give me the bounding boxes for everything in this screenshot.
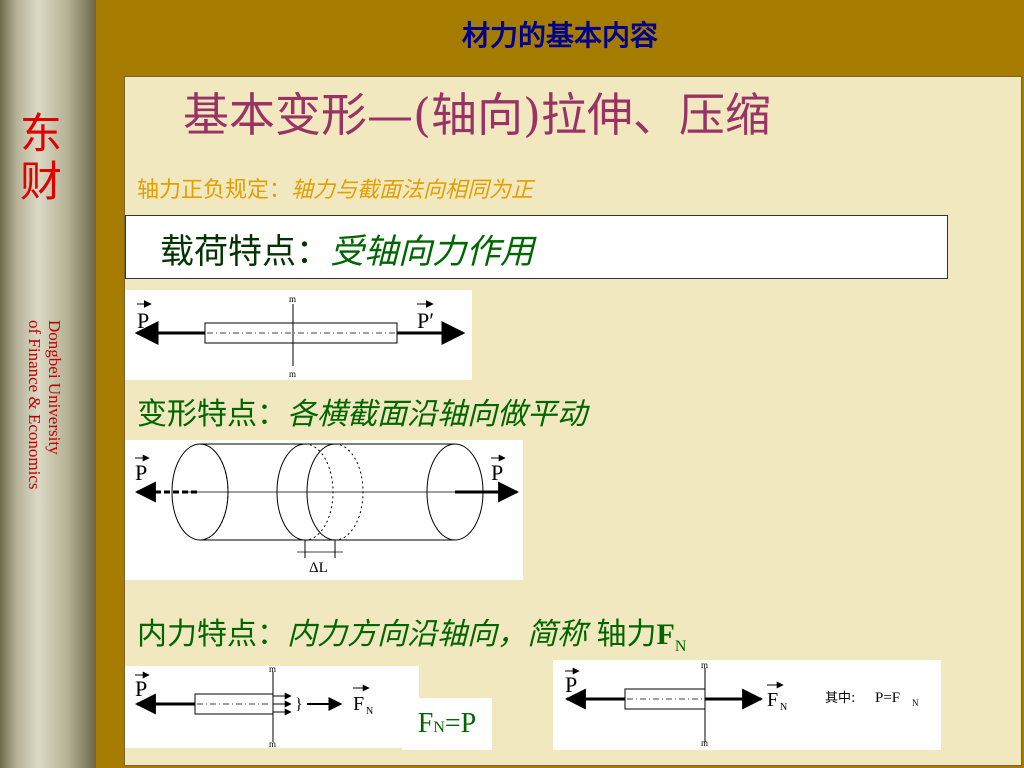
university-line-2: of Finance & Economics (25, 320, 44, 490)
fig3-section-top: m (269, 666, 276, 674)
fig1-section-top: m (289, 294, 296, 304)
internal-force-line: 内力特点：内力方向沿轴向，简称 轴力FN (137, 609, 686, 656)
university-line-1: Dongbei University (45, 320, 64, 455)
fig4-force: P (565, 672, 577, 697)
fig2-elongation: ΔL (309, 560, 328, 576)
sign-rule-label: 轴力正负规定： (137, 178, 292, 203)
fig1-right-force: P′ (417, 308, 434, 333)
slide-panel: 基本变形—(轴向)拉伸、压缩 轴力正负规定：轴力与截面法向相同为正 载荷特点：受… (124, 76, 1022, 766)
fig4-note-label: 其中: (825, 691, 855, 706)
figure-cylinder-deformation: ΔL P P (125, 440, 523, 580)
fig1-left-force: P (137, 308, 149, 333)
internal-symbol-sub: N (674, 638, 687, 655)
load-text: 受轴向力作用 (330, 232, 534, 272)
header: 材力的基本内容 (96, 0, 1024, 74)
fig2-right-force: P (491, 460, 503, 485)
fig4-internal-sub: N (780, 702, 787, 713)
fig4-note-sub: N (912, 698, 919, 708)
fig3-force: P (135, 676, 147, 701)
sign-rule-text: 轴力与截面法向相同为正 (291, 178, 534, 203)
fig3-section-bottom: m (269, 739, 276, 748)
formula-sub: N (433, 719, 445, 736)
fig4-section-bottom: m (701, 738, 708, 748)
figure-internal-force-cut: } m m P F N (125, 666, 419, 748)
figure-tension-bar: m m P P′ (125, 290, 472, 380)
internal-label: 内力特点： (137, 617, 287, 652)
deformation-text: 各横截面沿轴向做平动 (287, 397, 587, 432)
fig2-left-force: P (135, 460, 147, 485)
fig3-internal-sub: N (366, 706, 373, 717)
internal-text: 内力方向沿轴向，简称 (287, 617, 587, 652)
fig4-note-eq: P=F (875, 690, 900, 706)
load-label: 载荷特点： (160, 232, 330, 272)
fig3-internal-force: F (353, 693, 364, 715)
figure-section-note: m m P F N 其中: P=F N (553, 660, 941, 750)
deformation-label: 变形特点： (137, 397, 287, 432)
sign-rule: 轴力正负规定：轴力与截面法向相同为正 (137, 172, 533, 204)
fig4-internal-force: F (767, 689, 778, 711)
internal-symbol: F (656, 618, 675, 651)
fig4-section-top: m (701, 660, 708, 670)
slide-title: 基本变形—(轴向)拉伸、压缩 (183, 88, 771, 142)
brand-logo: 东 财 (16, 110, 66, 206)
internal-tail: 轴力 (596, 617, 657, 652)
university-name: Dongbei University of Finance & Economic… (14, 320, 74, 620)
axial-force-formula: FN=P (402, 698, 492, 750)
fig1-section-bottom: m (289, 369, 296, 379)
load-box: 载荷特点：受轴向力作用 (125, 215, 948, 279)
brand-char-2: 财 (19, 157, 62, 206)
formula-main: F (417, 708, 434, 739)
sidebar: 东 财 Dongbei University of Finance & Econ… (0, 0, 96, 768)
deformation-line: 变形特点：各横截面沿轴向做平动 (137, 389, 587, 433)
formula-rest: =P (444, 708, 477, 739)
deck-title: 材力的基本内容 (461, 19, 658, 52)
brand-char-1: 东 (19, 109, 62, 158)
svg-text:}: } (295, 696, 303, 713)
